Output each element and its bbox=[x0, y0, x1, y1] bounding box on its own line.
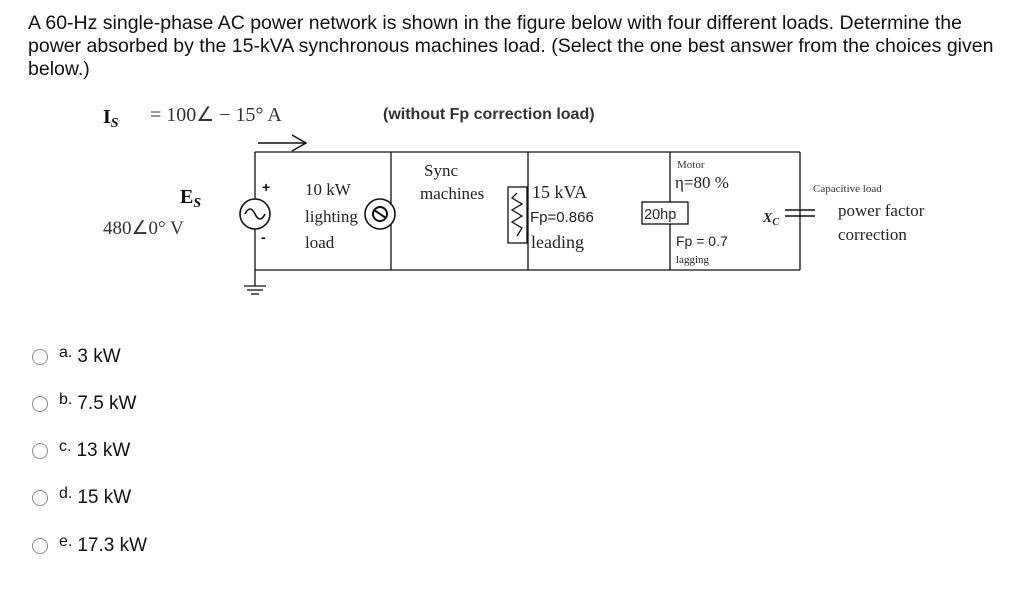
resistor-icon bbox=[507, 186, 528, 244]
option-a[interactable]: a. 3 kW bbox=[32, 342, 121, 372]
radio-c[interactable] bbox=[32, 443, 48, 459]
current-equation: = 100∠ − 15° A bbox=[150, 104, 282, 126]
question-text: A 60-Hz single-phase AC power network is… bbox=[28, 12, 994, 80]
motor-pf-type: lagging bbox=[676, 254, 709, 266]
option-c[interactable]: c. 13 kW bbox=[32, 436, 130, 466]
current-subscript: S bbox=[111, 116, 119, 131]
option-a-text: 3 kW bbox=[77, 346, 121, 367]
current-symbol: IS bbox=[103, 106, 119, 131]
motor-label: Motor bbox=[677, 159, 705, 171]
radio-e[interactable] bbox=[32, 538, 48, 554]
radio-b[interactable] bbox=[32, 396, 48, 412]
sync-pf-type: leading bbox=[531, 232, 584, 252]
capacitor-line2: correction bbox=[838, 225, 907, 244]
ac-source-icon bbox=[239, 198, 271, 230]
option-e[interactable]: e. 17.3 kW bbox=[32, 531, 147, 561]
capacitor-line1: power factor bbox=[838, 201, 925, 220]
capacitor-label: Capacitive load bbox=[813, 183, 882, 195]
sync-rating: 15 kVA bbox=[532, 182, 587, 202]
option-c-letter: c. bbox=[59, 438, 72, 455]
radio-a[interactable] bbox=[32, 349, 48, 365]
source-subscript: S bbox=[193, 196, 201, 211]
source-value: 480∠0° V bbox=[103, 218, 184, 239]
capacitor-subscript: C bbox=[772, 217, 779, 228]
capacitor-icon bbox=[785, 209, 815, 217]
motor-box bbox=[641, 201, 689, 225]
sync-line2: machines bbox=[420, 184, 484, 203]
motor-rating: 20hp bbox=[644, 207, 676, 223]
motor-pf: Fp = 0.7 bbox=[676, 233, 728, 249]
lighting-line3: load bbox=[305, 233, 335, 252]
option-b-text: 7.5 kW bbox=[77, 393, 137, 414]
current-arrow bbox=[258, 134, 308, 152]
source-minus: - bbox=[261, 229, 266, 245]
option-b-letter: b. bbox=[59, 391, 73, 408]
sync-pf: Fp=0.866 bbox=[530, 209, 594, 226]
current-note: (without Fp correction load) bbox=[383, 106, 595, 123]
option-e-text: 17.3 kW bbox=[77, 535, 148, 556]
lamp-icon bbox=[364, 198, 396, 230]
option-a-letter: a. bbox=[59, 344, 73, 361]
option-e-letter: e. bbox=[59, 533, 73, 550]
option-d[interactable]: d. 15 kW bbox=[32, 483, 131, 513]
circuit-diagram: IS = 100∠ − 15° A (without Fp correction… bbox=[103, 104, 925, 295]
option-b[interactable]: b. 7.5 kW bbox=[32, 389, 136, 419]
motor-efficiency: η=80 % bbox=[675, 173, 729, 192]
lighting-line2: lighting bbox=[305, 207, 358, 226]
option-d-letter: d. bbox=[59, 485, 73, 502]
lighting-line1: 10 kW bbox=[305, 180, 352, 199]
radio-d[interactable] bbox=[32, 490, 48, 506]
sync-line1: Sync bbox=[424, 161, 458, 180]
capacitor-symbol: XC bbox=[762, 211, 779, 228]
source-symbol: ES bbox=[180, 186, 201, 211]
option-c-text: 13 kW bbox=[76, 440, 131, 461]
source-plus: + bbox=[262, 179, 270, 195]
option-d-text: 15 kW bbox=[77, 487, 132, 508]
